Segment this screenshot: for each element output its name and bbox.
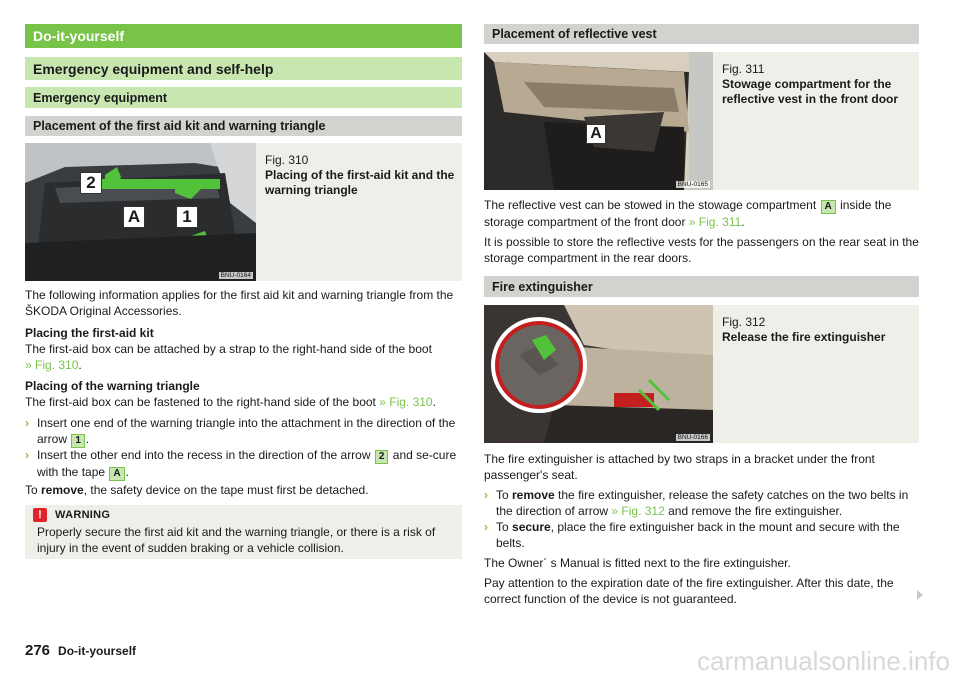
bullet-pre: To bbox=[496, 488, 513, 502]
bullet-arrow-icon: › bbox=[25, 448, 29, 462]
fig-310-link[interactable]: » Fig. 310 bbox=[379, 395, 433, 409]
figure-310-image: 2 A 1 BNU-0164 bbox=[25, 143, 256, 281]
footer-section: Do-it-yourself bbox=[58, 644, 137, 658]
figure-number: Fig. 311 bbox=[722, 62, 765, 76]
figure-number: Fig. 310 bbox=[265, 153, 309, 167]
bullet-item: › Insert one end of the warning triangle… bbox=[25, 415, 462, 448]
bullet-text: and se-cure with the tape bbox=[37, 448, 457, 479]
label-tag: 2 bbox=[374, 450, 389, 464]
figure-311: A BNU-0165 Fig. 311 Stowage compartment … bbox=[484, 52, 919, 190]
label-tag: A bbox=[820, 200, 836, 214]
triangle-block: Placing of the warning triangle The firs… bbox=[25, 378, 462, 410]
vest-topic-title: Placement of reflective vest bbox=[484, 24, 919, 44]
label-2: 2 bbox=[86, 173, 96, 192]
next-page-icon[interactable] bbox=[917, 590, 923, 600]
bullet-post: and remove the fire extinguisher. bbox=[664, 504, 843, 518]
warning-text: Properly secure the first aid kit and th… bbox=[37, 525, 436, 555]
label-1: 1 bbox=[182, 207, 192, 226]
label-2-badge: 2 bbox=[80, 172, 102, 194]
intro-text: The following information applies for th… bbox=[25, 288, 454, 318]
bullet-text: Insert one end of the warning triangle i… bbox=[37, 416, 456, 446]
bullet-text: the fire extinguisher, release the safet… bbox=[496, 488, 909, 518]
vest-rear-text: It is possible to store the reflective v… bbox=[484, 235, 919, 265]
first-aid-heading: Placing the first-aid kit bbox=[25, 326, 154, 340]
bullet-pre: To bbox=[496, 520, 513, 534]
bullet-item: › To secure, place the fire extinguisher… bbox=[484, 519, 919, 551]
topic-title: Placement of the first aid kit and warni… bbox=[25, 116, 462, 136]
label-a-badge: A bbox=[586, 124, 606, 144]
seat-illustration bbox=[484, 305, 713, 443]
remove-text: To remove, the safety device on the tape… bbox=[25, 482, 462, 498]
owner-manual-text: The Owner´ s Manual is fitted next to th… bbox=[484, 556, 791, 570]
vest-text-a: The reflective vest can be stowed in the… bbox=[484, 198, 817, 212]
warning-box: ! WARNING Properly secure the first aid … bbox=[25, 505, 462, 559]
chapter-title: Emergency equipment and self-help bbox=[25, 57, 462, 80]
figure-310-caption: Fig. 310 Placing of the first-aid kit an… bbox=[265, 153, 455, 198]
first-aid-block: Placing the first-aid kit The first-aid … bbox=[25, 325, 462, 373]
fire-title: Fire extinguisher bbox=[484, 276, 919, 297]
label-a-badge-pos: A bbox=[123, 206, 145, 228]
punct: . bbox=[432, 395, 436, 409]
figure-number: Fig. 312 bbox=[722, 315, 766, 329]
first-aid-text: The first-aid box can be attached by a s… bbox=[25, 342, 432, 356]
bullet-bold: secure bbox=[512, 520, 551, 534]
bullet-text: Insert the other end into the recess in … bbox=[37, 448, 371, 462]
label-a: A bbox=[127, 207, 141, 226]
bullet-arrow-icon: › bbox=[484, 488, 488, 502]
bullet-item: › To remove the fire extinguisher, relea… bbox=[484, 487, 919, 519]
page-number: 276 bbox=[25, 642, 51, 659]
image-code: BNU-0165 bbox=[675, 181, 710, 188]
bullet-item: › Insert the other end into the recess i… bbox=[25, 447, 462, 481]
remove-post: , the safety device on the tape must fir… bbox=[83, 483, 369, 497]
image-code: BNU-0166 bbox=[675, 434, 710, 441]
figure-title: Placing of the first-aid kit and the war… bbox=[265, 168, 455, 197]
warning-icon: ! bbox=[33, 508, 47, 522]
bullet-arrow-icon: › bbox=[25, 416, 29, 430]
label-a: A bbox=[590, 125, 602, 142]
figure-312-image: BNU-0166 bbox=[484, 305, 713, 443]
fig-310-link[interactable]: » Fig. 310 bbox=[25, 358, 79, 372]
label-tag: A bbox=[109, 467, 125, 481]
figure-312-caption: Fig. 312 Release the fire extinguisher bbox=[722, 315, 917, 345]
footer: 276 Do-it-yourself bbox=[25, 642, 136, 659]
triangle-heading: Placing of the warning triangle bbox=[25, 379, 200, 393]
punct: . bbox=[125, 465, 129, 479]
door-illustration bbox=[484, 52, 713, 190]
warning-header: ! WARNING bbox=[25, 508, 110, 522]
fire-intro: The fire extinguisher is attached by two… bbox=[484, 452, 875, 482]
figure-311-image: A BNU-0165 bbox=[484, 52, 713, 190]
remove-bold: remove bbox=[41, 483, 84, 497]
figure-title: Release the fire extinguisher bbox=[722, 330, 886, 344]
section-title: Do-it-yourself bbox=[25, 24, 462, 48]
bullet-bold: remove bbox=[512, 488, 555, 502]
figure-310: 2 A 1 BNU-0164 Fig. 310 Placing of the f… bbox=[25, 143, 462, 281]
fig-312-link[interactable]: » Fig. 312 bbox=[611, 504, 665, 518]
punct: . bbox=[78, 358, 82, 372]
remove-pre: To bbox=[25, 483, 42, 497]
subchapter-title: Emergency equipment bbox=[25, 87, 462, 108]
figure-311-caption: Fig. 311 Stowage compartment for the ref… bbox=[722, 62, 917, 107]
figure-312: BNU-0166 Fig. 312 Release the fire extin… bbox=[484, 305, 919, 443]
fig-311-link[interactable]: » Fig. 311 bbox=[688, 215, 742, 229]
warning-label: WARNING bbox=[55, 509, 111, 521]
image-code: BNU-0164 bbox=[218, 272, 253, 279]
bullet-text: , place the fire extinguisher back in th… bbox=[496, 520, 900, 550]
watermark: carmanualsonline.info bbox=[697, 646, 950, 676]
expiration-text: Pay attention to the expiration date of … bbox=[484, 576, 894, 606]
vest-text-b: inside the storage compartment of the fr… bbox=[484, 198, 892, 229]
label-1-badge: 1 bbox=[176, 206, 198, 228]
bullet-arrow-icon: › bbox=[484, 520, 488, 534]
punct: . bbox=[85, 432, 90, 446]
label-tag: 1 bbox=[71, 434, 85, 448]
triangle-text: The first-aid box can be fastened to the… bbox=[25, 395, 376, 409]
figure-title: Stowage compartment for the reflective v… bbox=[722, 77, 899, 106]
punct: . bbox=[741, 215, 745, 229]
vest-text: The reflective vest can be stowed in the… bbox=[484, 197, 919, 230]
